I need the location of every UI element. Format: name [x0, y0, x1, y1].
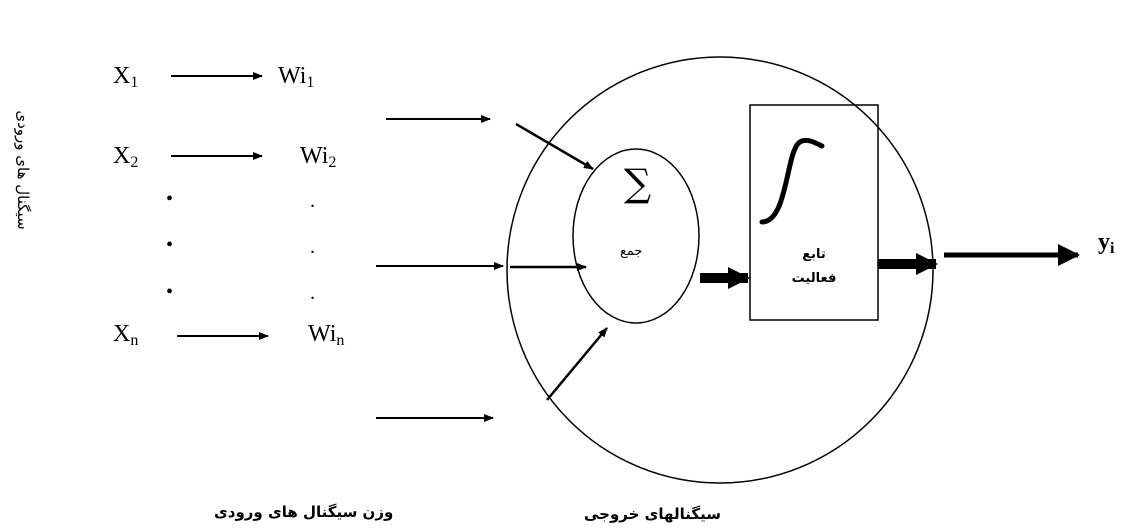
- output-yi: yi: [1098, 230, 1114, 257]
- input-x2-sub: 2: [130, 154, 139, 171]
- output-signals-caption: سیگنالهای خروجی: [584, 505, 721, 523]
- weight-w2: Wi2: [300, 144, 336, 171]
- input-xn-sub: n: [130, 332, 139, 349]
- input-weights-caption: وزن سیگنال های ورودی: [214, 503, 394, 521]
- summation-label: جمع: [620, 244, 643, 259]
- input-xn: Xn: [113, 322, 138, 349]
- activation-box: [749, 104, 879, 321]
- weight-w1: Wi1: [278, 64, 314, 91]
- activation-label-line1: تابع: [802, 247, 826, 262]
- input-x2-base: X: [113, 143, 131, 169]
- weight-w1-sub: 1: [306, 74, 315, 91]
- weight-w2-base: Wi: [300, 143, 329, 169]
- summation-ellipse: [572, 148, 700, 324]
- weight-ellipsis-dot: .: [310, 190, 315, 212]
- input-ellipsis-dot: •: [166, 281, 174, 303]
- input-signals-caption: سیگنال های ورودی: [8, 70, 38, 270]
- arrow-to-sum-1: [515, 122, 594, 171]
- output-y-base: y: [1098, 229, 1110, 255]
- input-x1: X1: [113, 64, 138, 91]
- neuron-circle: [506, 56, 934, 484]
- weight-ellipsis-dot: .: [310, 282, 315, 304]
- sigmoid-icon: [759, 137, 825, 225]
- weight-ellipsis-dot: .: [310, 236, 315, 258]
- summation-symbol: ∑: [624, 161, 652, 205]
- input-x1-sub: 1: [130, 74, 139, 91]
- input-x2: X2: [113, 144, 138, 171]
- weight-wn-sub: n: [336, 332, 345, 349]
- input-xn-base: X: [113, 321, 131, 347]
- weight-w1-base: Wi: [278, 63, 307, 89]
- input-ellipsis-dot: •: [166, 188, 174, 210]
- arrow-to-sum-n: [546, 327, 608, 401]
- weight-wn-base: Wi: [308, 321, 337, 347]
- weight-wn: Win: [308, 322, 344, 349]
- weight-w2-sub: 2: [328, 154, 337, 171]
- input-signals-caption-text: سیگنال های ورودی: [14, 110, 32, 230]
- output-y-sub: i: [1110, 240, 1115, 257]
- input-x1-base: X: [113, 63, 131, 89]
- input-ellipsis-dot: •: [166, 234, 174, 256]
- activation-label-line2: فعالیت: [791, 271, 837, 286]
